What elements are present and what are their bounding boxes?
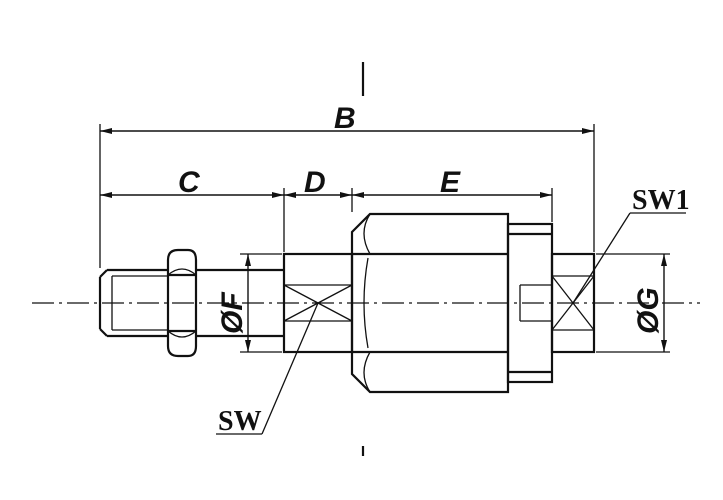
label-e: E xyxy=(440,166,461,199)
label-g: ØG xyxy=(632,287,665,334)
leader-sw1 xyxy=(572,212,686,304)
label-sw: SW xyxy=(218,406,262,437)
label-f: ØF xyxy=(216,292,249,334)
label-b: B xyxy=(334,102,356,135)
hex-body xyxy=(350,212,510,394)
neck xyxy=(196,268,284,338)
lock-nut xyxy=(166,248,198,358)
label-d: D xyxy=(304,166,326,199)
leader-sw xyxy=(216,302,319,435)
label-c: C xyxy=(178,166,201,199)
threaded-stub xyxy=(98,268,168,338)
label-sw1: SW1 xyxy=(632,185,690,216)
